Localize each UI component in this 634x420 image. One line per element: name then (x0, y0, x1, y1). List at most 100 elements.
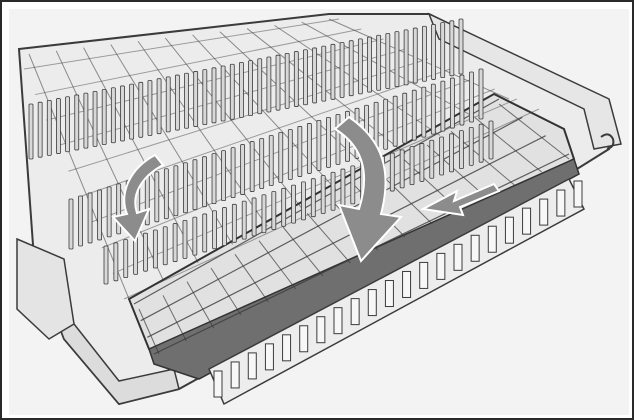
tine (275, 54, 281, 111)
shelf-grid-line (498, 103, 570, 160)
tine (129, 83, 135, 140)
tine (312, 47, 318, 104)
tine (101, 89, 107, 145)
tine (173, 165, 179, 217)
tine (202, 156, 207, 208)
dishwasher-rack-illustration (9, 9, 629, 415)
tine (478, 123, 484, 163)
tine (422, 25, 427, 82)
comb-slot (556, 189, 566, 217)
tine (468, 127, 474, 166)
tine (297, 126, 303, 177)
tine (350, 165, 356, 205)
tine (403, 29, 409, 86)
comb-slot (539, 198, 549, 226)
comb-slot (299, 325, 309, 353)
tine (459, 74, 465, 126)
comb-slot (316, 316, 326, 344)
tine (449, 20, 455, 77)
tine (268, 135, 274, 186)
tine (266, 56, 272, 113)
tine (488, 120, 494, 160)
tine (439, 136, 445, 176)
lower-comb (208, 177, 585, 406)
tine (240, 144, 246, 195)
tine (469, 71, 474, 123)
tine (221, 150, 226, 202)
tine (399, 149, 405, 189)
shelf-grid-line (162, 295, 187, 342)
tine (383, 98, 389, 150)
shelf-grid-line (258, 240, 297, 290)
tine (301, 181, 306, 221)
tine (259, 138, 265, 189)
comb-slot (384, 280, 394, 308)
shelf-grid-line (210, 267, 242, 316)
tine (183, 162, 188, 214)
tine (28, 103, 34, 160)
grid-line (246, 28, 406, 154)
grid-line (192, 34, 337, 191)
tine (248, 60, 253, 116)
tine (419, 143, 425, 182)
comb-slot (333, 307, 343, 335)
tine (147, 80, 153, 136)
tine (306, 123, 312, 174)
tine (65, 96, 70, 153)
tine (56, 98, 61, 154)
tine (163, 168, 169, 220)
shelf-grid-line (306, 213, 351, 264)
comb-slot (282, 334, 292, 362)
tine (211, 67, 217, 124)
tine (412, 27, 418, 84)
tine (287, 129, 293, 180)
tine (421, 86, 427, 138)
latch-clip (600, 133, 615, 150)
grid-line (28, 53, 130, 300)
tine (74, 94, 80, 151)
tine (367, 36, 372, 93)
tine (143, 232, 148, 272)
rack-right-rail (427, 12, 622, 150)
comb-slot (522, 207, 532, 235)
grid-line (83, 47, 199, 263)
tine (278, 132, 284, 183)
tine (458, 18, 464, 75)
tine (120, 85, 125, 142)
tine (230, 147, 236, 199)
tine (321, 45, 327, 102)
tine (202, 213, 208, 253)
tine (357, 38, 363, 95)
tine (348, 40, 354, 97)
tine (440, 22, 446, 79)
grid-line (23, 18, 340, 70)
shelf-grid-line (140, 116, 523, 322)
tine (330, 171, 336, 211)
tine (78, 195, 83, 247)
tine (103, 245, 109, 285)
grid-line (35, 28, 362, 96)
comb-slot (573, 180, 583, 208)
tine (376, 34, 382, 91)
grid-line (137, 40, 268, 227)
tine (172, 223, 178, 262)
tine (440, 80, 446, 132)
rack-drawing (16, 12, 622, 406)
comb-slot (264, 343, 274, 371)
shelf-grid-line (147, 135, 546, 338)
tine (192, 216, 198, 256)
tine (402, 92, 408, 144)
tine (257, 58, 263, 115)
tine (326, 116, 331, 168)
tine (449, 77, 455, 129)
tine (182, 219, 188, 259)
tine (46, 99, 52, 156)
tine (156, 78, 162, 135)
tine (92, 90, 98, 147)
tine (431, 24, 436, 80)
tine (202, 69, 208, 126)
tine (293, 51, 299, 107)
left-curved-arrow (111, 153, 165, 243)
tine (330, 43, 336, 100)
tine (251, 197, 257, 237)
